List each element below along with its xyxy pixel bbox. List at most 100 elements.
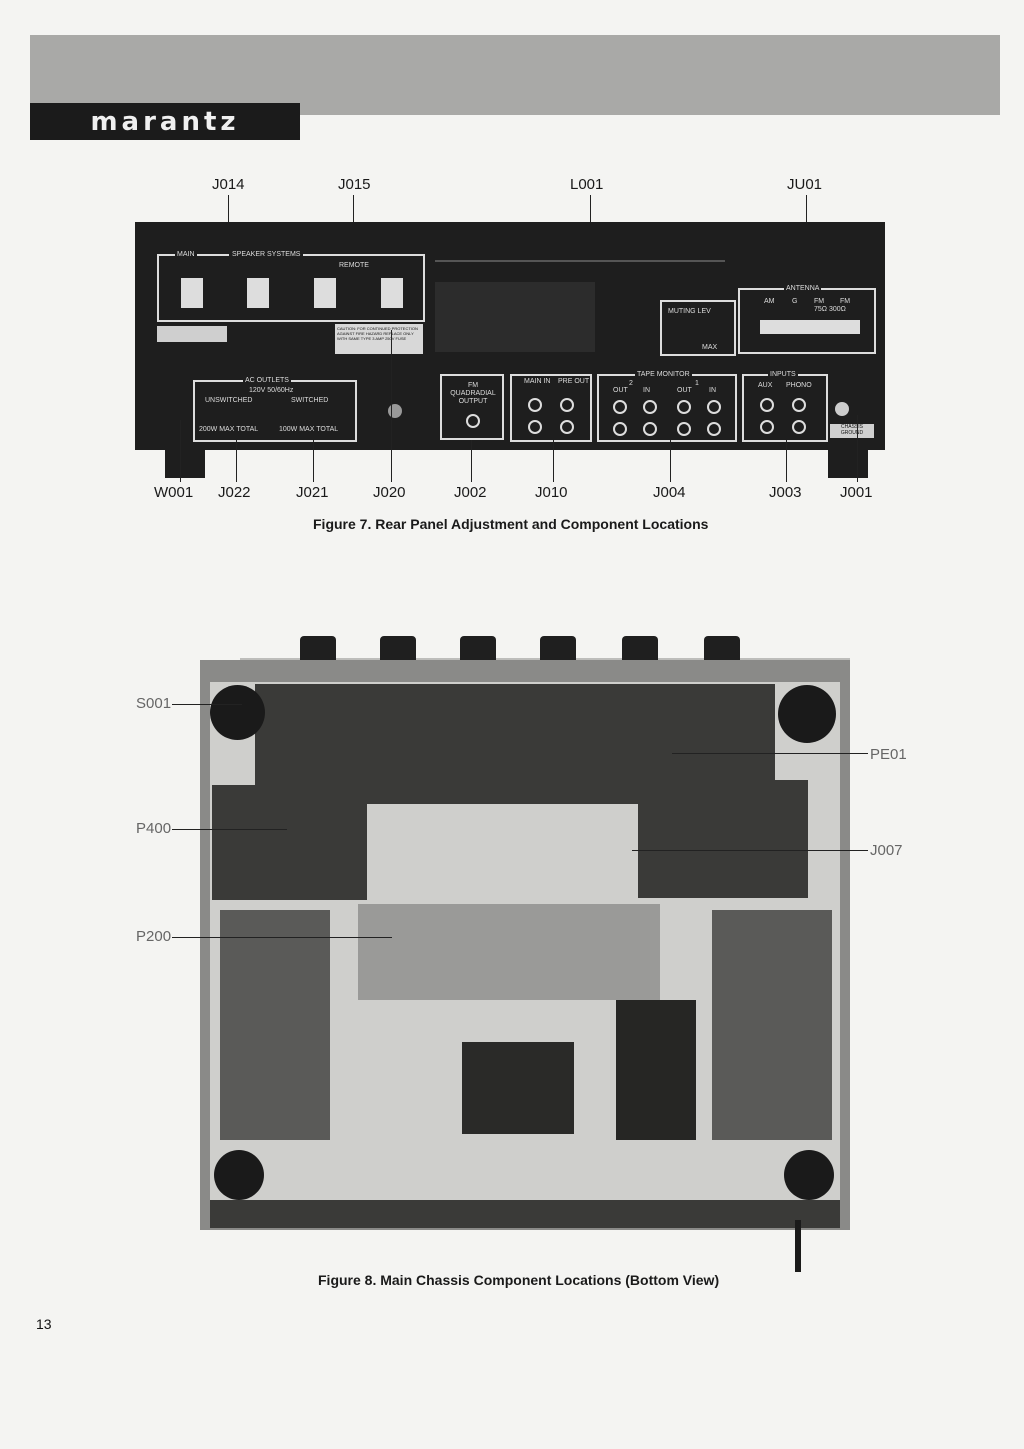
figure-8-caption: Figure 8. Main Chassis Component Locatio… bbox=[318, 1272, 720, 1288]
leader-j022 bbox=[236, 440, 237, 482]
main-in-label: MAIN IN bbox=[524, 378, 551, 385]
rca-jack bbox=[677, 422, 691, 436]
tape-in-label: IN bbox=[643, 387, 650, 394]
switched-max-label: 100W MAX TOTAL bbox=[279, 426, 339, 433]
panel-foot bbox=[165, 448, 205, 478]
rear-connector-strip bbox=[210, 1200, 840, 1228]
leader-pe01 bbox=[672, 753, 868, 754]
label-p400: P400 bbox=[136, 820, 172, 837]
unswitched-label: UNSWITCHED bbox=[205, 397, 253, 404]
rating-plate bbox=[157, 326, 227, 342]
speaker-terminal bbox=[381, 278, 403, 308]
antenna-am-label: AM bbox=[764, 298, 775, 305]
antenna-title: ANTENNA bbox=[784, 285, 822, 292]
tape-monitor-title: TAPE MONITOR bbox=[635, 371, 692, 378]
label-ju01: JU01 bbox=[787, 176, 823, 193]
j007-board bbox=[638, 780, 808, 898]
label-j004: J004 bbox=[653, 484, 686, 501]
muting-level-block: MUTING LEV MAX bbox=[660, 300, 736, 356]
leader-j021 bbox=[313, 440, 314, 482]
panel-foot bbox=[828, 448, 868, 478]
leader-p200 bbox=[172, 937, 392, 938]
rca-jack bbox=[613, 400, 627, 414]
p400-board bbox=[212, 785, 367, 900]
right-heatsink-area bbox=[712, 910, 832, 1140]
label-j015: J015 bbox=[338, 176, 371, 193]
antenna-rod bbox=[435, 260, 725, 262]
speaker-systems-title: SPEAKER SYSTEMS bbox=[229, 251, 304, 258]
rca-jack bbox=[677, 400, 691, 414]
aux-label: AUX bbox=[758, 382, 773, 389]
leader-j003 bbox=[786, 440, 787, 482]
rca-jack bbox=[613, 422, 627, 436]
phono-label: PHONO bbox=[786, 382, 812, 389]
switched-label: SWITCHED bbox=[291, 397, 329, 404]
ac-outlets-title: AC OUTLETS bbox=[243, 377, 291, 384]
muting-max-label: MAX bbox=[702, 344, 718, 351]
tape-monitor-block: TAPE MONITOR 2 1 OUT IN OUT IN bbox=[597, 371, 737, 442]
speaker-terminal bbox=[181, 278, 203, 308]
chassis-foot bbox=[214, 1150, 264, 1200]
muting-level-label: MUTING LEV bbox=[668, 308, 711, 315]
label-j022: J022 bbox=[218, 484, 251, 501]
speaker-terminal bbox=[314, 278, 336, 308]
rca-jack bbox=[528, 398, 542, 412]
rca-jack bbox=[792, 398, 806, 412]
label-j010: J010 bbox=[535, 484, 568, 501]
label-w001: W001 bbox=[154, 484, 194, 501]
antenna-g-label: G bbox=[792, 298, 798, 305]
tape-out-label: OUT bbox=[613, 387, 628, 394]
label-j002: J002 bbox=[454, 484, 487, 501]
rca-jack bbox=[707, 422, 721, 436]
leader-p400 bbox=[172, 829, 287, 830]
leader-s001 bbox=[172, 704, 242, 705]
label-j003: J003 bbox=[769, 484, 802, 501]
inputs-block: INPUTS AUX PHONO bbox=[742, 371, 828, 442]
rca-jack bbox=[643, 400, 657, 414]
leader-j002 bbox=[471, 440, 472, 482]
leader-j007 bbox=[632, 850, 868, 851]
label-j021: J021 bbox=[296, 484, 329, 501]
label-j020: J020 bbox=[373, 484, 406, 501]
leader-j004 bbox=[670, 440, 671, 482]
rca-jack bbox=[760, 398, 774, 412]
rca-jack bbox=[466, 414, 480, 428]
serial-plate bbox=[435, 282, 595, 352]
page-number: 13 bbox=[36, 1316, 52, 1332]
label-l001: L001 bbox=[570, 176, 604, 193]
chassis-ground-plate: CHASSIS GROUND bbox=[830, 424, 874, 438]
chassis-photo bbox=[200, 660, 850, 1230]
label-s001: S001 bbox=[136, 695, 172, 712]
label-p200: P200 bbox=[136, 928, 172, 945]
antenna-terminal-strip bbox=[760, 320, 860, 334]
label-j007: J007 bbox=[870, 842, 903, 859]
antenna-fm-label: FM bbox=[814, 298, 825, 305]
leader-w001 bbox=[180, 420, 181, 482]
tape-out-label: OUT bbox=[677, 387, 692, 394]
tape-in-label: IN bbox=[709, 387, 716, 394]
antenna-impedance-label: 75Ω 300Ω bbox=[814, 306, 846, 313]
rca-jack bbox=[528, 420, 542, 434]
rca-jack bbox=[760, 420, 774, 434]
speaker-terminal bbox=[247, 278, 269, 308]
rear-panel-photo: SPEAKER SYSTEMS MAIN REMOTE CAUTION: FOR… bbox=[135, 222, 885, 450]
brand-logo: marantz bbox=[30, 103, 300, 140]
main-label: MAIN bbox=[175, 251, 197, 258]
ac-outlets-block: AC OUTLETS 120V 50/60Hz UNSWITCHED SWITC… bbox=[193, 377, 357, 442]
left-heatsink-area bbox=[220, 910, 330, 1140]
fm-quadradial-label: FM QUADRADIAL OUTPUT bbox=[450, 382, 496, 405]
figure-7-caption: Figure 7. Rear Panel Adjustment and Comp… bbox=[313, 516, 709, 532]
unswitched-max-label: 200W MAX TOTAL bbox=[199, 426, 259, 433]
ac-spec-label: 120V 50/60Hz bbox=[249, 387, 294, 394]
remote-label: REMOTE bbox=[339, 262, 369, 269]
fm-quadradial-block: FM QUADRADIAL OUTPUT bbox=[440, 374, 504, 440]
filter-capacitors bbox=[616, 1000, 696, 1140]
caution-text: CAUTION: FOR CONTINUED PROTECTION AGAINS… bbox=[337, 326, 418, 341]
tape-2-label: 2 bbox=[629, 380, 633, 387]
rca-jack bbox=[792, 420, 806, 434]
leader-j001 bbox=[857, 415, 858, 482]
label-j001: J001 bbox=[840, 484, 873, 501]
tape-1-label: 1 bbox=[695, 380, 699, 387]
power-transformer bbox=[462, 1042, 574, 1134]
chassis-foot bbox=[784, 1150, 834, 1200]
